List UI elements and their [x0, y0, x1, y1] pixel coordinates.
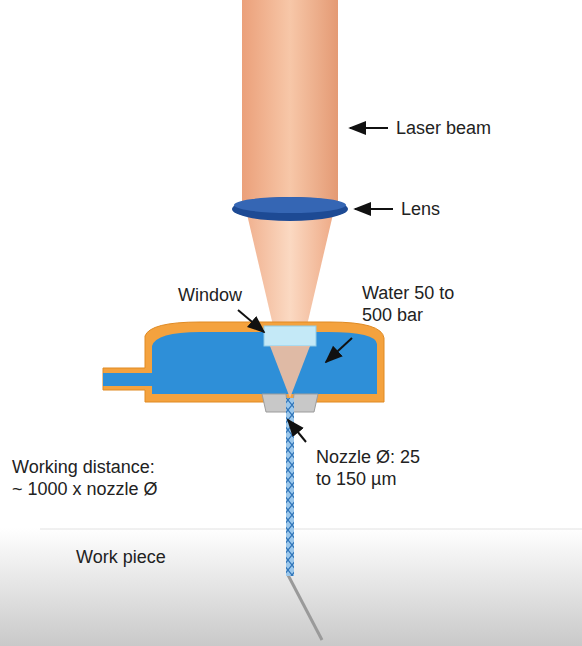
- part-label: Window: [178, 284, 298, 306]
- nozzle: [262, 394, 288, 412]
- lens-top: [234, 197, 346, 213]
- beam-cone-inner: [270, 346, 310, 398]
- part-label: Lens: [401, 198, 521, 220]
- laser-beam: [242, 0, 338, 204]
- leader-arrow: [238, 310, 264, 332]
- lens: [232, 197, 348, 221]
- part-label: Water 50 to 500 bar: [362, 282, 476, 326]
- part-label: Laser beam: [396, 117, 576, 139]
- nozzle-housing: [103, 322, 384, 402]
- work-piece-edge: [40, 529, 582, 530]
- nozzle: [292, 394, 318, 412]
- region-label: Work piece: [76, 546, 170, 568]
- leader-arrow: [288, 420, 306, 442]
- leader-arrow: [326, 338, 352, 362]
- leader-arrow: [350, 127, 388, 129]
- part-label: Nozzle Ø: 25 to 150 µm: [316, 446, 424, 490]
- leader-arrow: [355, 208, 393, 210]
- part-label: Working distance: ~ 1000 x nozzle Ø: [12, 456, 168, 500]
- work-piece-region: Work piece: [74, 544, 172, 570]
- window: [264, 326, 316, 346]
- cut-kerf: [288, 575, 322, 640]
- water-chamber: [103, 332, 377, 394]
